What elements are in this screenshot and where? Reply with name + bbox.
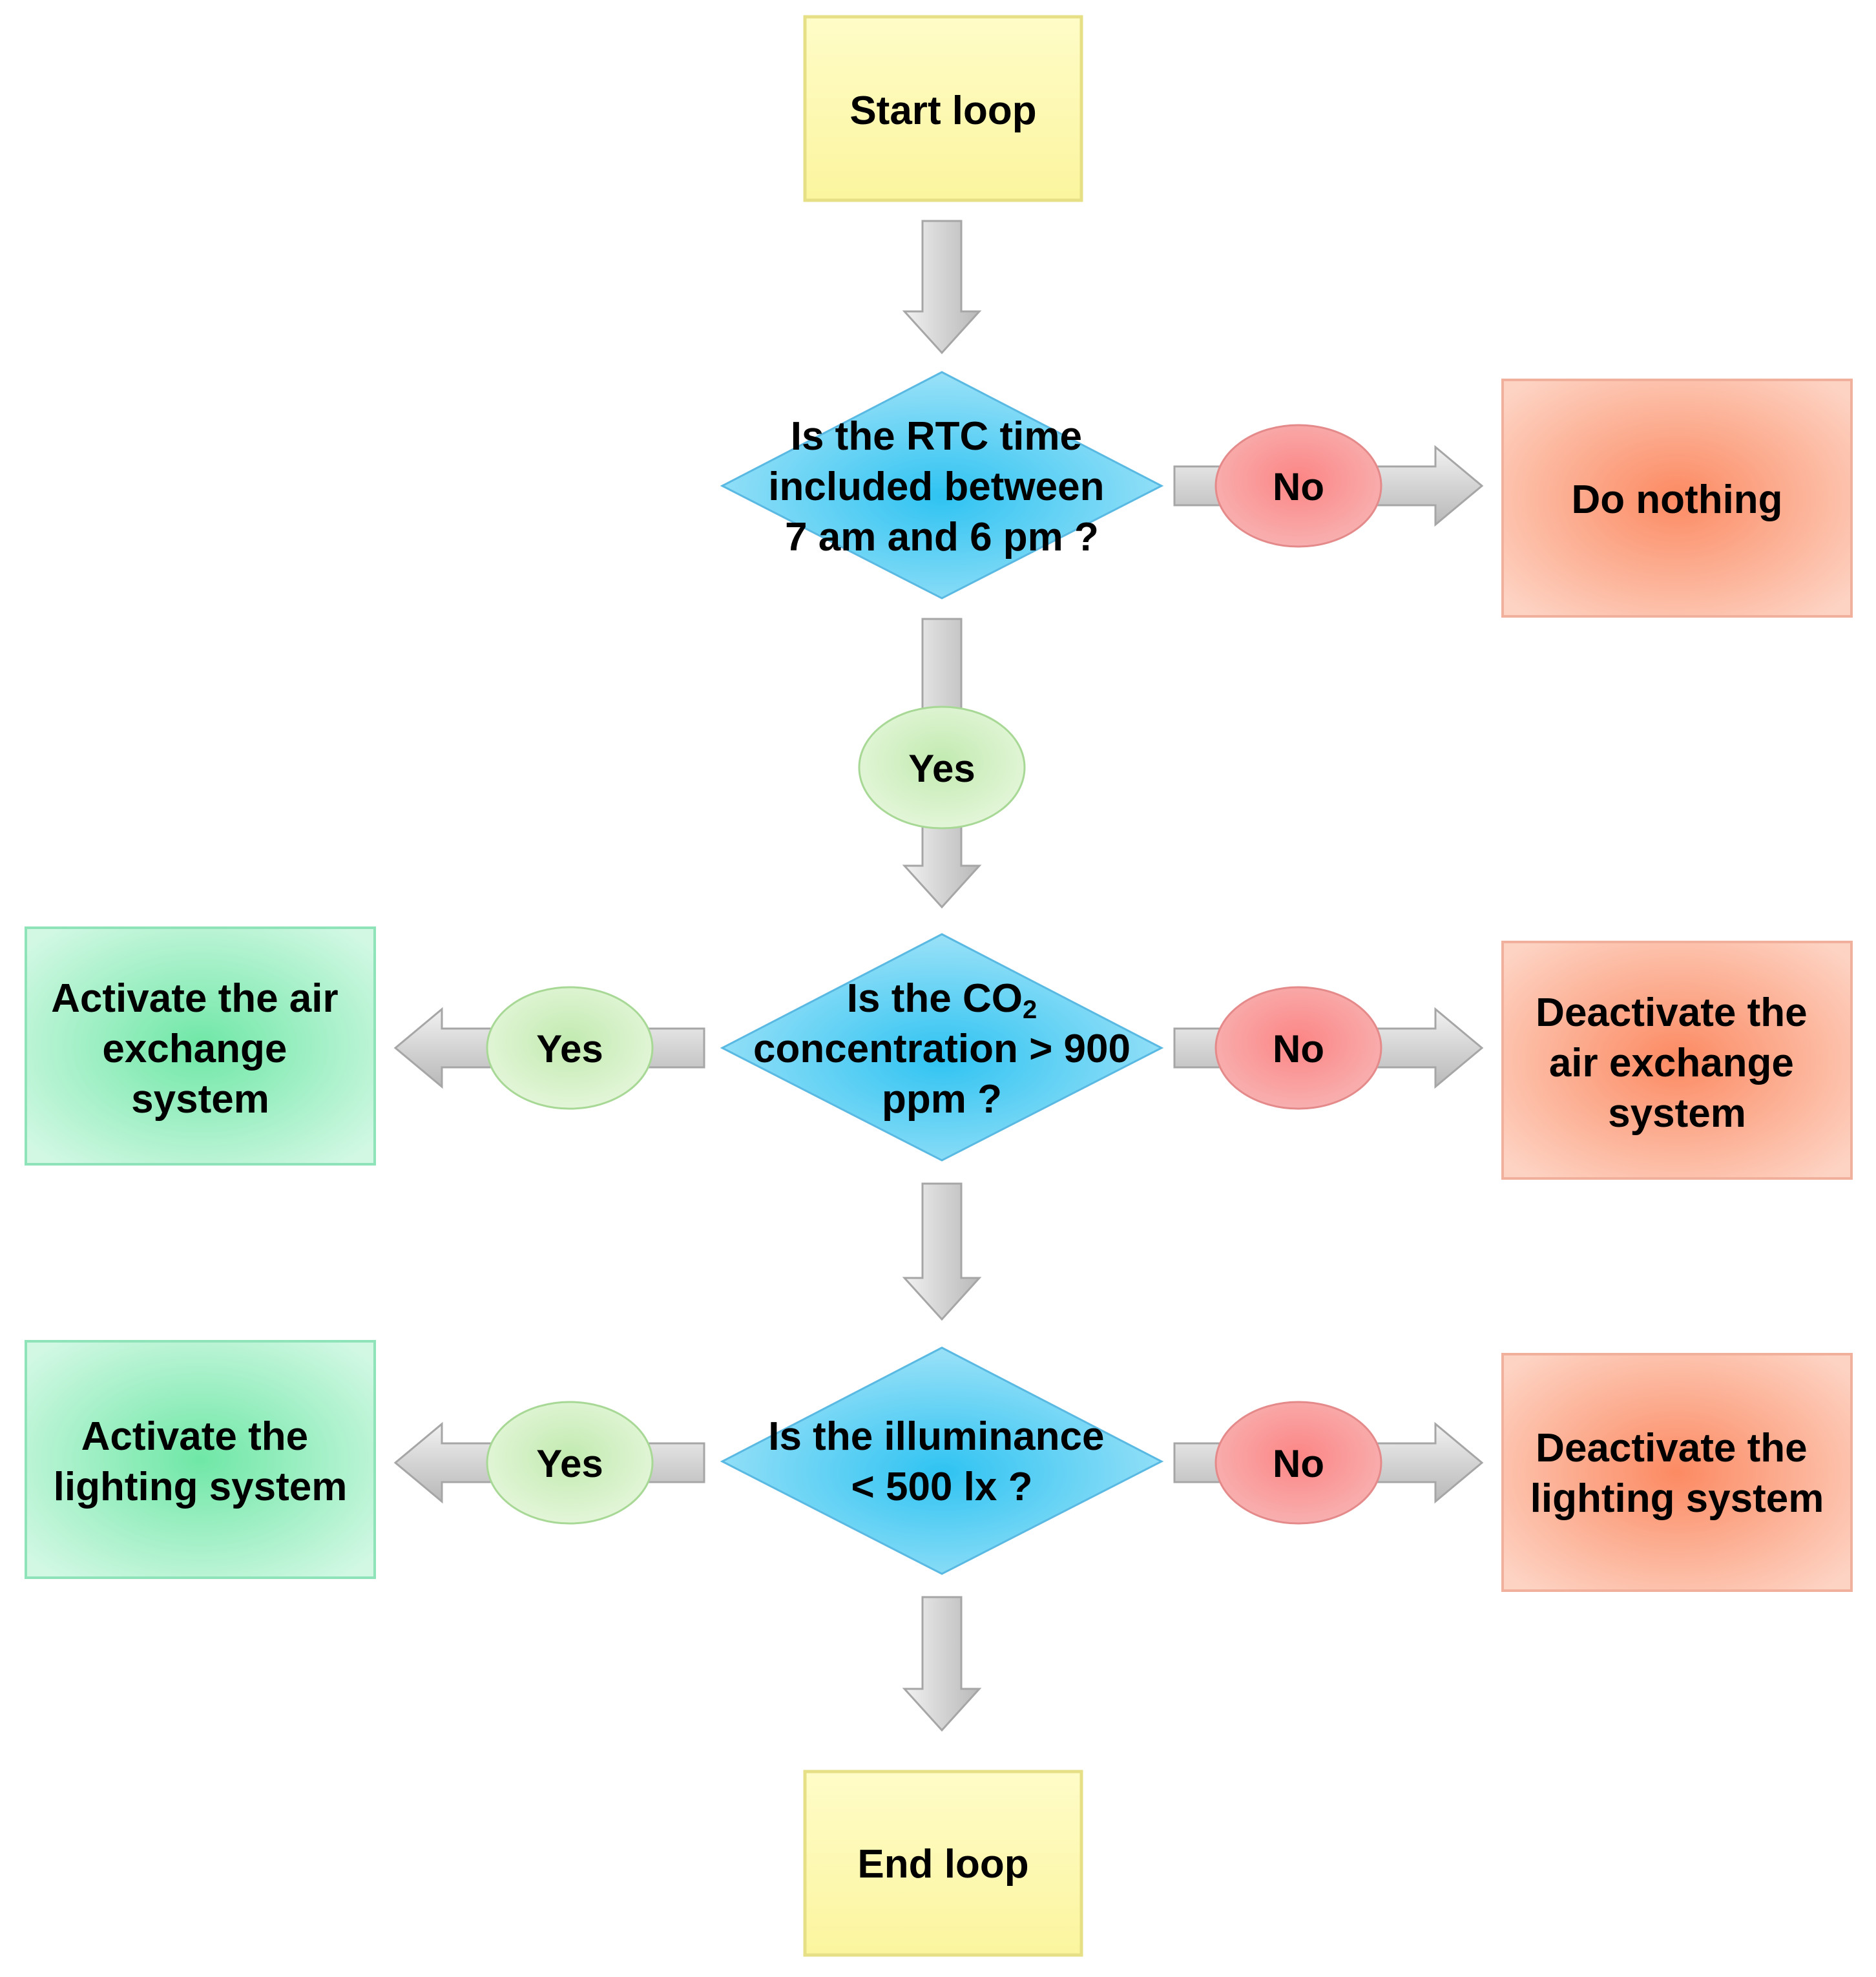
no-label: No xyxy=(1273,1442,1324,1485)
action-deactivate-lighting: Deactivate the lighting system xyxy=(1501,1353,1853,1592)
no-label: No xyxy=(1273,1027,1324,1071)
decision-illuminance-line: < 500 lx ? xyxy=(851,1465,1033,1509)
action-activate-lighting-line: Activate the xyxy=(81,1414,308,1459)
decision-co2-line: Is the CO2 xyxy=(847,976,1037,1024)
action-activate-lighting-line: lighting system xyxy=(54,1465,348,1509)
yes-branch-oval: Yes xyxy=(486,1401,654,1525)
yes-branch-oval: Yes xyxy=(858,706,1026,830)
yes-label: Yes xyxy=(536,1442,603,1485)
start-loop-node: Start loop xyxy=(803,15,1083,202)
action-deactivate-air-exchange: Deactivate the air exchange system xyxy=(1501,941,1853,1180)
action-activate-air-line: exchange xyxy=(102,1027,287,1071)
decision-illuminance: Is the illuminance < 500 lx ? xyxy=(720,1346,1164,1575)
action-deactivate-air-text: Deactivate the air exchange system xyxy=(1536,990,1819,1136)
no-branch-oval: No xyxy=(1214,986,1382,1110)
action-activate-air-text: Activate the air exchange system xyxy=(51,976,349,1122)
no-branch-oval: No xyxy=(1214,1401,1382,1525)
decision-co2: Is the CO2 concentration > 900 ppm ? xyxy=(720,933,1164,1162)
co2-subscript: 2 xyxy=(1023,996,1037,1024)
no-label: No xyxy=(1273,465,1324,508)
arrow-down xyxy=(902,1596,982,1732)
decision-rtc-line: 7 am and 6 pm ? xyxy=(785,515,1099,560)
decision-co2-line: concentration > 900 xyxy=(753,1027,1131,1071)
decision-rtc-text: Is the RTC time included between 7 am an… xyxy=(768,414,1115,560)
decision-co2-text: Is the CO xyxy=(847,976,1023,1021)
decision-illuminance-text: Is the illuminance < 500 lx ? xyxy=(768,1414,1115,1509)
decision-rtc-line: included between xyxy=(768,465,1104,509)
arrow-down xyxy=(902,220,982,355)
yes-branch-oval: Yes xyxy=(486,986,654,1110)
decision-rtc-line: Is the RTC time xyxy=(791,414,1082,459)
action-activate-air-line: system xyxy=(131,1077,269,1122)
yes-label: Yes xyxy=(536,1027,603,1071)
action-deactivate-air-line: air exchange xyxy=(1549,1041,1794,1085)
action-activate-lighting: Activate the lighting system xyxy=(25,1340,376,1579)
action-activate-lighting-text: Activate the lighting system xyxy=(54,1414,348,1509)
action-activate-air-line: Activate the air xyxy=(51,976,339,1021)
decision-illuminance-line: Is the illuminance xyxy=(768,1414,1104,1459)
action-activate-air-exchange: Activate the air exchange system xyxy=(25,926,376,1166)
action-deactivate-air-line: system xyxy=(1608,1091,1746,1136)
end-loop-node: End loop xyxy=(803,1770,1083,1957)
yes-label: Yes xyxy=(908,747,975,790)
action-do-nothing: Do nothing xyxy=(1501,379,1853,618)
action-deactivate-lighting-line: lighting system xyxy=(1530,1476,1824,1521)
action-deactivate-lighting-line: Deactivate the xyxy=(1536,1426,1807,1470)
decision-rtc-time: Is the RTC time included between 7 am an… xyxy=(720,371,1164,600)
action-do-nothing-label: Do nothing xyxy=(1571,477,1782,522)
decision-co2-line: ppm ? xyxy=(882,1077,1002,1122)
start-loop-label: Start loop xyxy=(849,89,1036,133)
no-branch-oval: No xyxy=(1214,424,1382,548)
arrow-down xyxy=(902,1182,982,1321)
action-deactivate-air-line: Deactivate the xyxy=(1536,990,1807,1035)
end-loop-label: End loop xyxy=(857,1842,1028,1887)
action-deactivate-lighting-text: Deactivate the lighting system xyxy=(1530,1426,1824,1521)
